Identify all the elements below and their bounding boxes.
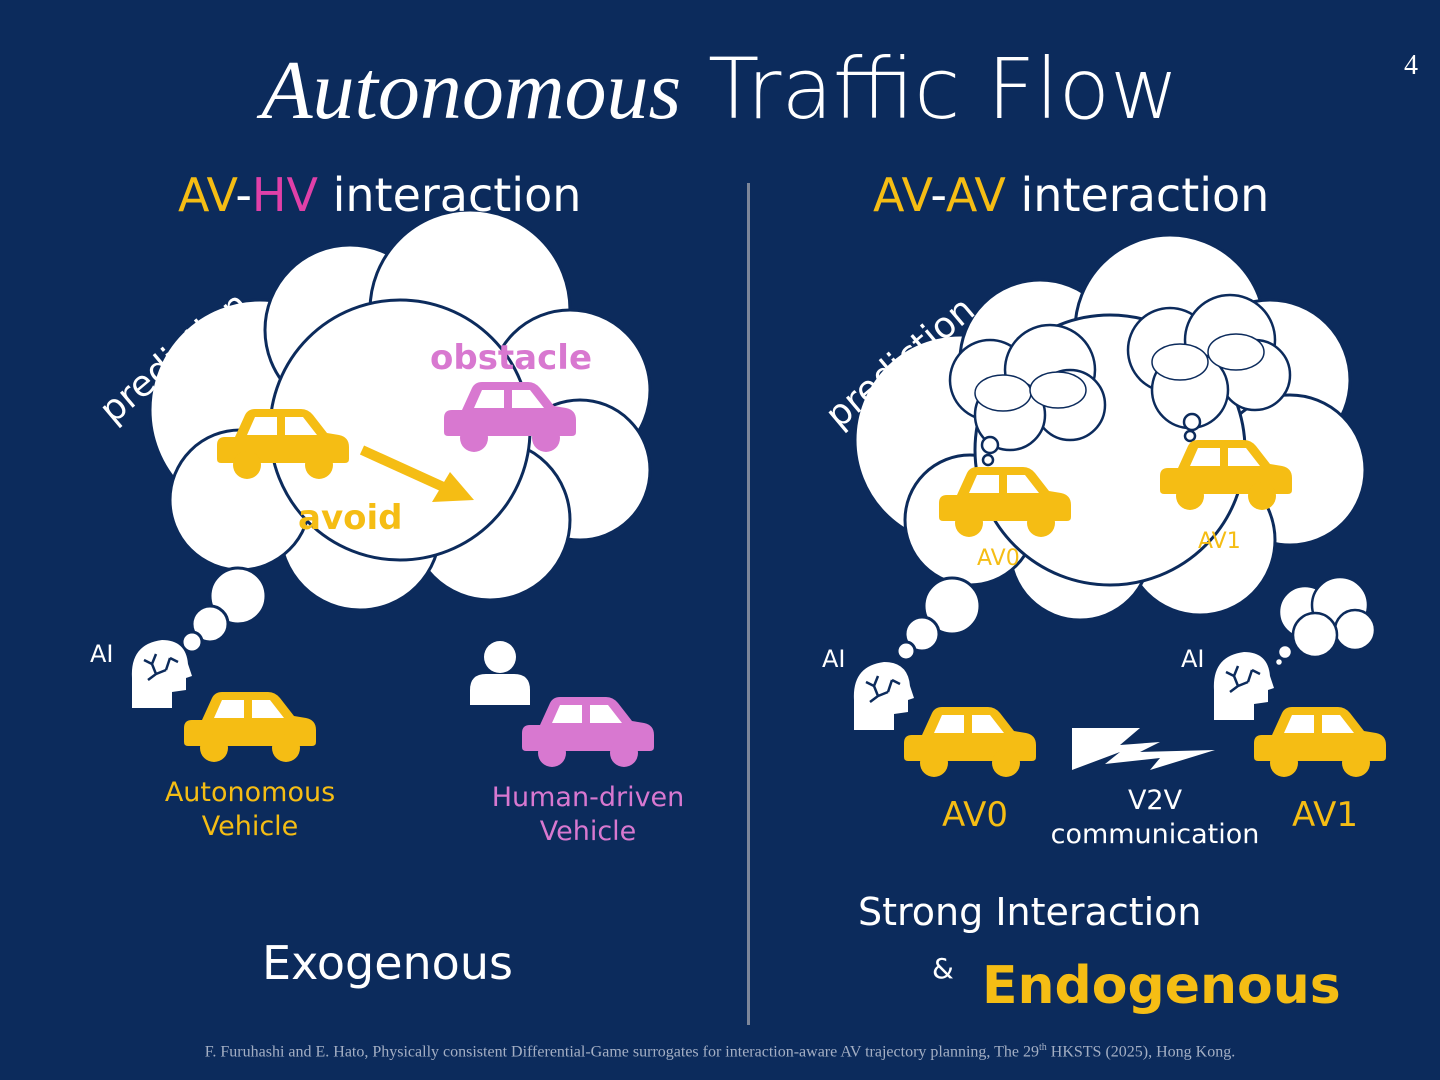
- av1-car: [1254, 707, 1386, 777]
- footer-pre: F. Furuhashi and E. Hato, Physically con…: [204, 1043, 1039, 1061]
- v2v-line1: V2V: [1127, 785, 1183, 816]
- strong-interaction-label: Strong Interaction: [858, 890, 1202, 934]
- heading-hv: HV: [251, 168, 318, 222]
- slide-title: Autonomous Traffic Flow: [0, 40, 1440, 139]
- ai-label-left: AI: [90, 640, 114, 668]
- av0-label: AV0: [942, 795, 1008, 835]
- footer-post: HKSTS (2025), Hong Kong.: [1046, 1043, 1236, 1061]
- ai-label-av1: AI: [1181, 645, 1205, 673]
- ai-label-av0: AI: [822, 645, 846, 673]
- heading-dash: -: [235, 168, 252, 222]
- citation-footer: F. Furuhashi and E. Hato, Physically con…: [0, 1042, 1440, 1061]
- av-label-line1: Autonomous: [164, 777, 336, 808]
- ampersand: &: [932, 952, 954, 985]
- title-italic: Autonomous: [261, 44, 682, 137]
- human-driven-vehicle-label: Human-driven Vehicle: [478, 781, 698, 849]
- footer-sup: th: [1038, 1042, 1047, 1053]
- hv-label-line1: Human-driven: [491, 782, 685, 813]
- avoid-label: avoid: [298, 498, 403, 538]
- autonomous-vehicle-car: [184, 692, 316, 762]
- autonomous-vehicle-label: Autonomous Vehicle: [150, 776, 350, 844]
- heading-av-first: AV: [873, 168, 931, 222]
- v2v-communication-label: V2V communication: [1040, 784, 1270, 852]
- av-label-line2: Vehicle: [201, 811, 299, 842]
- human-driven-car: [522, 697, 654, 767]
- left-heading: AV-HV interaction: [178, 168, 581, 222]
- av1-small-label: AV1: [1198, 529, 1241, 554]
- person-icon: [470, 641, 530, 705]
- obstacle-label: obstacle: [430, 338, 592, 378]
- avoid-arrow: [359, 445, 474, 502]
- heading-av: AV: [178, 168, 236, 222]
- title-regular: Traffic Flow: [707, 40, 1179, 138]
- hv-label-line2: Vehicle: [539, 816, 637, 847]
- v2v-line2: communication: [1050, 819, 1260, 850]
- heading-rest: interaction: [317, 168, 582, 222]
- heading-rest: interaction: [1005, 168, 1270, 222]
- page-number: 4: [1404, 50, 1418, 81]
- ai-head-icon-av1: [1213, 652, 1274, 720]
- av1-label: AV1: [1292, 795, 1358, 835]
- av0-small-label: AV0: [977, 546, 1020, 571]
- right-heading: AV-AV interaction: [873, 168, 1269, 222]
- heading-dash: -: [930, 168, 946, 222]
- exogenous-label: Exogenous: [262, 936, 513, 990]
- vertical-divider: [747, 183, 750, 1025]
- endogenous-label: Endogenous: [982, 956, 1341, 1016]
- av0-car: [904, 707, 1036, 777]
- heading-av-second: AV: [945, 168, 1006, 222]
- small-thought-cloud-av1: [1273, 575, 1377, 668]
- v2v-lightning-icon: [1072, 728, 1215, 770]
- nested-inner-clouds-av1: [1151, 333, 1265, 381]
- nested-inner-clouds-av0: [974, 371, 1087, 412]
- ai-head-icon-left: [131, 640, 192, 708]
- ai-head-icon-av0: [853, 662, 914, 730]
